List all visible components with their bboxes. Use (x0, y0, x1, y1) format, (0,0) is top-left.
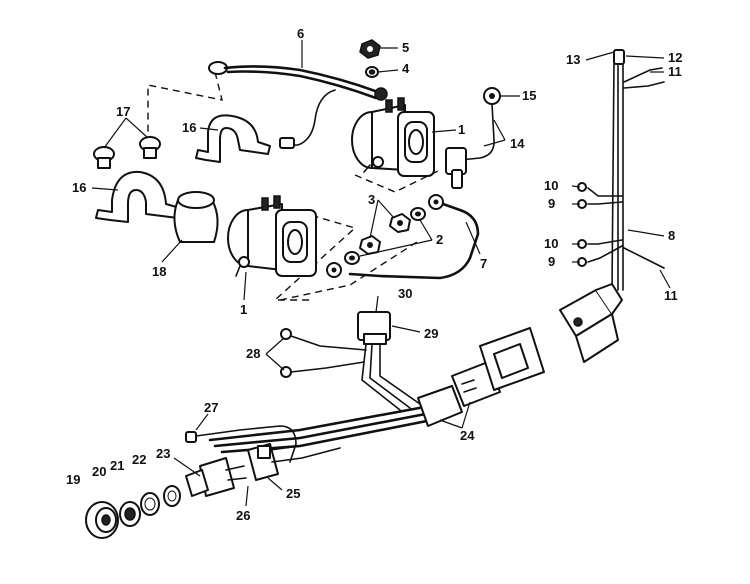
leader-lines (91, 40, 671, 507)
washer-21 (140, 492, 160, 516)
nut-3a (389, 213, 411, 233)
clamp-16-upper (195, 114, 271, 163)
callout-30: 30 (398, 286, 412, 301)
callout-labels: 6 5 4 15 14 1 17 16 16 18 1 3 2 7 13 12 … (66, 26, 682, 523)
callout-22: 22 (132, 452, 146, 467)
connector-29 (357, 311, 421, 411)
callout-8: 8 (668, 228, 675, 243)
callout-18: 18 (152, 264, 166, 279)
callout-10-lower: 10 (544, 236, 558, 251)
toggle-switch-23 (185, 457, 247, 497)
ground-wire-15 (445, 87, 501, 189)
washer-22 (163, 485, 181, 507)
callout-11-upper: 11 (668, 64, 682, 79)
harness-plug (559, 283, 623, 363)
terminal-27 (185, 425, 297, 463)
callout-19: 19 (66, 472, 80, 487)
nut-5 (359, 39, 381, 59)
callout-5: 5 (402, 40, 409, 55)
callout-27: 27 (204, 400, 218, 415)
callout-16-upper: 16 (182, 120, 196, 135)
harness-8 (577, 49, 665, 291)
nut-3b (359, 235, 381, 255)
callout-20: 20 (92, 464, 106, 479)
screw-17a (93, 146, 115, 169)
switch-connector-25 (247, 439, 341, 481)
callout-21: 21 (110, 458, 124, 473)
callout-14: 14 (510, 136, 525, 151)
callout-1-lower: 1 (240, 302, 247, 317)
callout-25: 25 (286, 486, 300, 501)
callout-12: 12 (668, 50, 682, 65)
callout-3: 3 (368, 192, 375, 207)
callout-1-upper: 1 (458, 122, 465, 137)
solenoid-lower-1 (227, 195, 317, 277)
screw-17b (139, 136, 161, 159)
sleeve-18 (173, 191, 219, 243)
callout-16-lower: 16 (72, 180, 86, 195)
washer-2a (410, 207, 426, 221)
nut-20 (119, 501, 141, 527)
callout-6: 6 (297, 26, 304, 41)
callout-23: 23 (156, 446, 170, 461)
callout-28: 28 (246, 346, 260, 361)
washer-2b (344, 251, 360, 265)
callout-7: 7 (480, 256, 487, 271)
callout-2: 2 (436, 232, 443, 247)
callout-24: 24 (460, 428, 475, 443)
terminals-28 (280, 328, 367, 378)
cable-7 (326, 194, 480, 280)
callout-15: 15 (522, 88, 536, 103)
clamp-16-lower (95, 170, 181, 223)
callout-4: 4 (402, 61, 410, 76)
callout-26: 26 (236, 508, 250, 523)
battery-cable-6 (208, 61, 388, 149)
callout-29: 29 (424, 326, 438, 341)
callout-17: 17 (116, 104, 130, 119)
callout-11-lower: 11 (664, 288, 678, 303)
solenoid-upper-1 (351, 97, 435, 177)
harness-24 (208, 327, 545, 454)
washer-4 (365, 66, 379, 78)
callout-9-lower: 9 (548, 254, 555, 269)
callout-10-upper: 10 (544, 178, 558, 193)
knob-19 (85, 501, 119, 539)
callout-9-upper: 9 (548, 196, 555, 211)
callout-13: 13 (566, 52, 580, 67)
